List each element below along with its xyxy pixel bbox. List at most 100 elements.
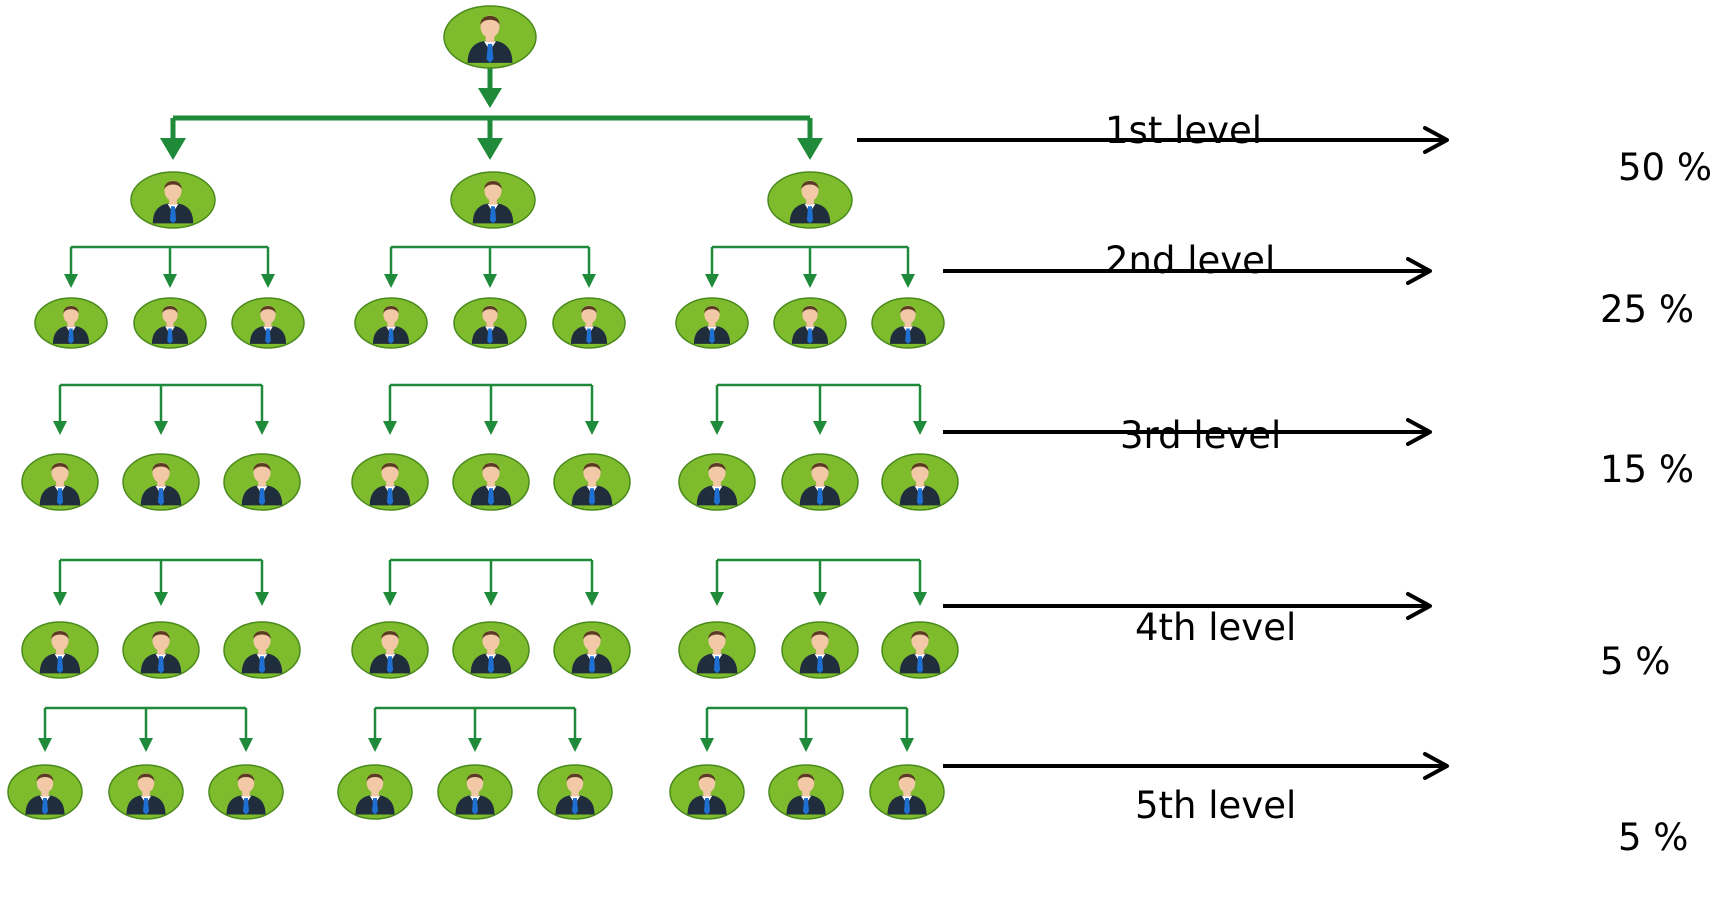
person-icon bbox=[467, 15, 513, 63]
tree-nodes bbox=[7, 5, 959, 820]
level-3-person-6 bbox=[553, 453, 631, 511]
level-1-arrow bbox=[857, 126, 1449, 154]
level-4-percent: 5 % bbox=[1600, 640, 1670, 683]
level-3-person-7 bbox=[678, 453, 756, 511]
level-4-bracket-2 bbox=[383, 558, 599, 606]
person-icon bbox=[369, 462, 411, 506]
person-icon bbox=[39, 462, 81, 506]
level-2-percent: 25 % bbox=[1600, 288, 1694, 331]
level-2-person-9 bbox=[871, 297, 945, 349]
person-icon bbox=[455, 773, 495, 815]
level-2-person-2 bbox=[133, 297, 207, 349]
person-icon bbox=[241, 630, 283, 674]
person-icon bbox=[571, 462, 613, 506]
level-4-person-5 bbox=[452, 621, 530, 679]
level-2-label: 2nd level bbox=[1105, 239, 1275, 282]
level-3-person-5 bbox=[452, 453, 530, 511]
level-3-person-8 bbox=[781, 453, 859, 511]
level-5-person-9 bbox=[869, 764, 945, 820]
tree-connectors bbox=[38, 68, 927, 752]
person-icon bbox=[696, 462, 738, 506]
person-icon bbox=[355, 773, 395, 815]
root-person-node bbox=[443, 5, 537, 69]
person-icon bbox=[152, 180, 194, 224]
person-icon bbox=[372, 305, 410, 344]
person-icon bbox=[470, 630, 512, 674]
level-2-person-6 bbox=[552, 297, 626, 349]
level-4-person-9 bbox=[881, 621, 959, 679]
level-4-arrow bbox=[943, 592, 1432, 620]
level-5-bracket-1 bbox=[38, 706, 253, 752]
level-arrows bbox=[857, 126, 1449, 780]
person-icon bbox=[899, 630, 941, 674]
level-3-person-9 bbox=[881, 453, 959, 511]
level-3-person-4 bbox=[351, 453, 429, 511]
level-3-person-3 bbox=[223, 453, 301, 511]
level-2-bracket-1 bbox=[64, 245, 275, 288]
person-icon bbox=[889, 305, 927, 344]
person-icon bbox=[693, 305, 731, 344]
person-icon bbox=[471, 305, 509, 344]
level-3-arrow bbox=[943, 418, 1432, 446]
arrowhead bbox=[797, 138, 823, 160]
level-1-label: 1st level bbox=[1105, 109, 1262, 152]
person-icon bbox=[140, 462, 182, 506]
level-2-person-1 bbox=[34, 297, 108, 349]
level-1-person-3 bbox=[767, 171, 853, 229]
level-5-bracket-3 bbox=[700, 706, 914, 752]
person-icon bbox=[249, 305, 287, 344]
person-icon bbox=[470, 462, 512, 506]
level-3-bracket-3 bbox=[710, 383, 927, 435]
level-5-person-6 bbox=[537, 764, 613, 820]
person-icon bbox=[696, 630, 738, 674]
person-icon bbox=[472, 180, 514, 224]
person-icon bbox=[789, 180, 831, 224]
person-icon bbox=[799, 630, 841, 674]
level-5-person-7 bbox=[669, 764, 745, 820]
level-3-percent: 15 % bbox=[1600, 448, 1694, 491]
level-3-bracket-1 bbox=[53, 383, 269, 435]
person-icon bbox=[887, 773, 927, 815]
level-2-person-5 bbox=[453, 297, 527, 349]
person-icon bbox=[126, 773, 166, 815]
level-4-person-2 bbox=[122, 621, 200, 679]
level-3-bracket-2 bbox=[383, 383, 599, 435]
level-5-person-1 bbox=[7, 764, 83, 820]
level-4-person-3 bbox=[223, 621, 301, 679]
level-5-label: 5th level bbox=[1135, 784, 1296, 827]
level-4-person-6 bbox=[553, 621, 631, 679]
level-4-person-1 bbox=[21, 621, 99, 679]
person-icon bbox=[39, 630, 81, 674]
arrowhead bbox=[160, 138, 186, 160]
level-2-person-8 bbox=[773, 297, 847, 349]
person-icon bbox=[52, 305, 90, 344]
level-4-person-8 bbox=[781, 621, 859, 679]
level-3-label: 3rd level bbox=[1120, 414, 1281, 457]
level-1-person-1 bbox=[130, 171, 216, 229]
person-icon bbox=[25, 773, 65, 815]
person-icon bbox=[687, 773, 727, 815]
person-icon bbox=[786, 773, 826, 815]
level-4-label: 4th level bbox=[1135, 606, 1296, 649]
person-icon bbox=[140, 630, 182, 674]
level-4-bracket-1 bbox=[53, 558, 269, 606]
level-3-person-1 bbox=[21, 453, 99, 511]
person-icon bbox=[369, 630, 411, 674]
level-2-arrow bbox=[943, 257, 1432, 285]
level-2-bracket-2 bbox=[384, 245, 596, 288]
level-5-person-4 bbox=[337, 764, 413, 820]
level-4-bracket-3 bbox=[710, 558, 927, 606]
level-5-arrow bbox=[943, 752, 1449, 780]
level-3-person-2 bbox=[122, 453, 200, 511]
level-2-person-4 bbox=[354, 297, 428, 349]
level-1-person-2 bbox=[450, 171, 536, 229]
person-icon bbox=[226, 773, 266, 815]
level-2-bracket-3 bbox=[705, 245, 915, 288]
person-icon bbox=[151, 305, 189, 344]
person-icon bbox=[570, 305, 608, 344]
person-icon bbox=[241, 462, 283, 506]
person-icon bbox=[799, 462, 841, 506]
level-2-person-7 bbox=[675, 297, 749, 349]
level-5-person-8 bbox=[768, 764, 844, 820]
